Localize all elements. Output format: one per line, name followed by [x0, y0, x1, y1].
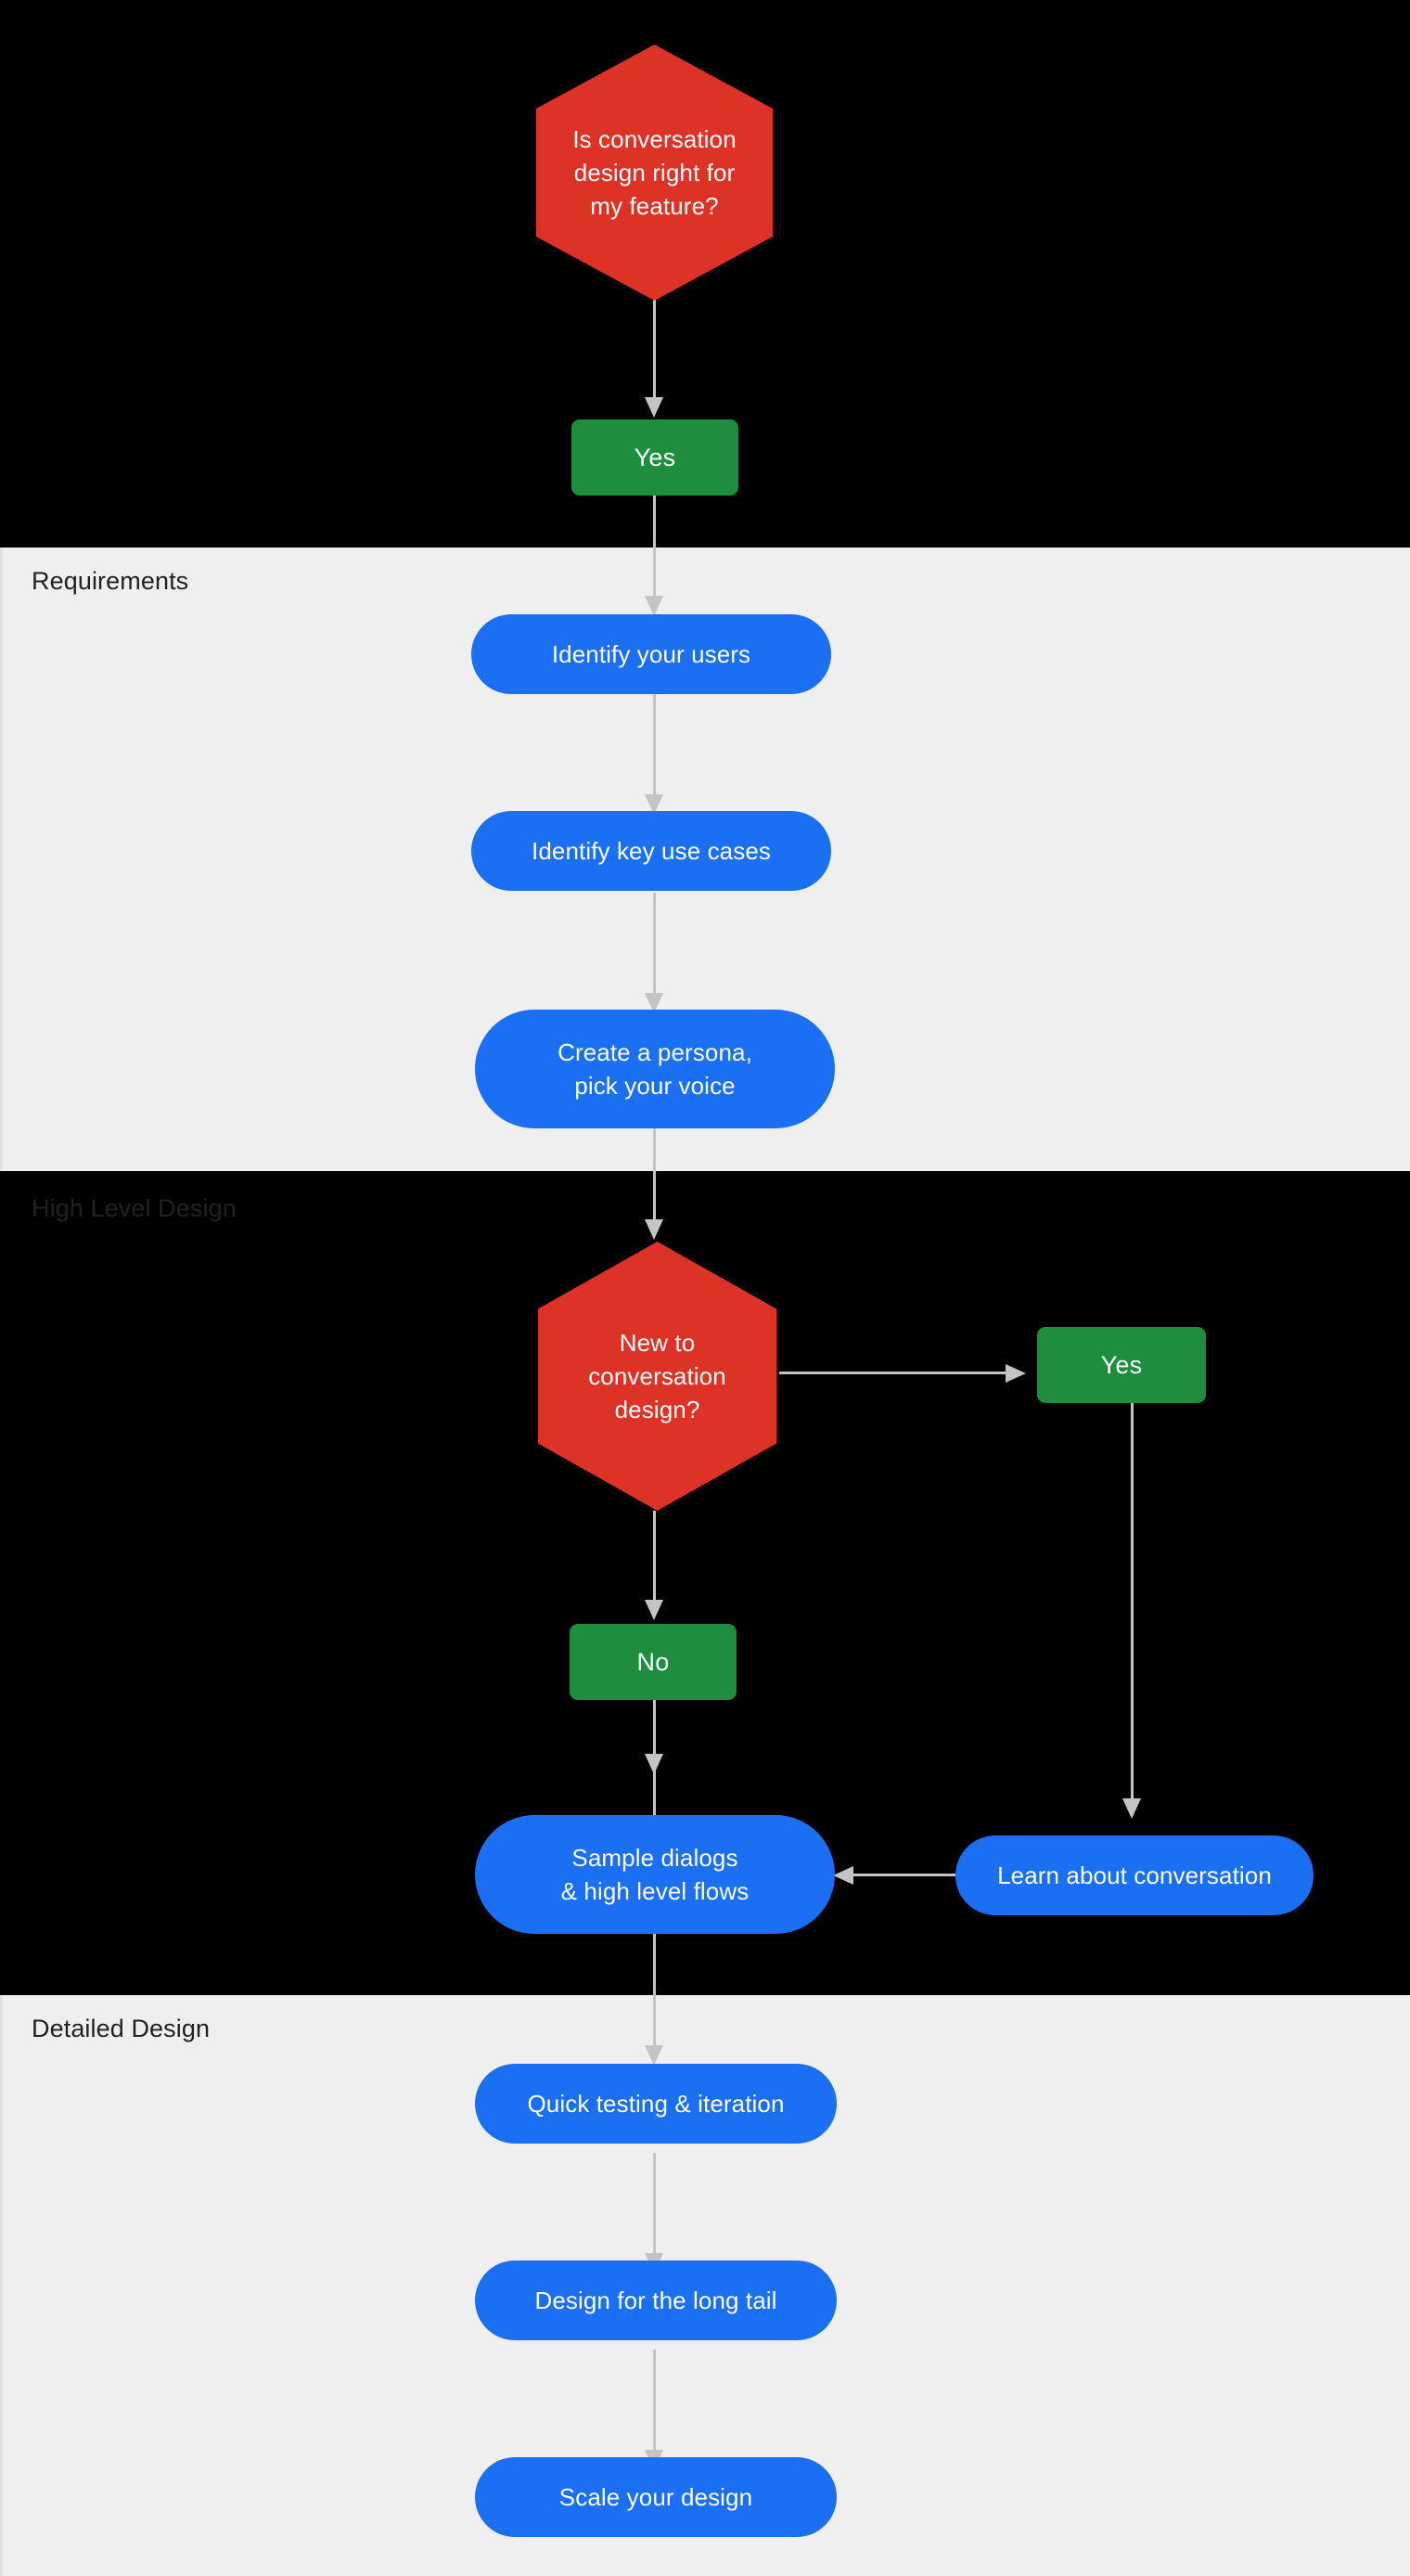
node-line: New to — [619, 1329, 696, 1357]
connector-users-to-usecases-line — [653, 694, 656, 798]
node-label: Design for the long tail — [534, 2286, 777, 2314]
node-label: Identify key use cases — [532, 837, 771, 865]
connector-learn-to-samples-line — [853, 1874, 955, 1876]
connector-decision2-to-no2-arrow — [645, 1600, 663, 1620]
node-line: my feature? — [590, 192, 719, 220]
node-line: Is conversation — [572, 125, 737, 153]
connector-learn-to-samples-arrow — [833, 1866, 853, 1885]
node-line: design? — [614, 1396, 700, 1423]
connector-yes1-to-users-line — [653, 496, 656, 599]
node-step-design-for-the-long-tail[interactable]: Design for the long tail — [475, 2260, 837, 2340]
node-line: design right for — [573, 159, 736, 187]
connector-samples-to-testing-line — [653, 1939, 656, 2058]
node-line: & high level flows — [560, 1877, 750, 1905]
node-step-identify-key-use-cases[interactable]: Identify key use cases — [471, 811, 831, 891]
connector-longtail-to-scale-line — [653, 2350, 656, 2454]
node-line: conversation — [588, 1362, 726, 1390]
node-step-learn-about-conversation[interactable]: Learn about conversation — [955, 1835, 1314, 1915]
node-step-identify-your-users[interactable]: Identify your users — [471, 614, 831, 694]
connector-persona-to-decision2-arrow — [645, 1219, 663, 1240]
connector-samples-to-testing-arrow — [645, 2045, 663, 2066]
band-left-edge — [0, 547, 3, 1171]
connector-testing-to-longtail-line — [653, 2153, 656, 2257]
connector-decision2-to-no2-line — [653, 1511, 656, 1604]
section-title-detailed-design: Detailed Design — [32, 2015, 211, 2042]
node-step-quick-testing-iteration[interactable]: Quick testing & iteration — [475, 2064, 837, 2144]
connector-no2-to-samples-arrow — [645, 1754, 663, 1774]
connector-users-to-usecases-arrow — [645, 794, 663, 815]
node-step-scale-your-design[interactable]: Scale your design — [475, 2457, 837, 2537]
band-left-edge — [0, 1995, 3, 2576]
connector-decision1-to-yes1-line — [653, 299, 656, 401]
node-answer-yes-1[interactable]: Yes — [571, 419, 738, 496]
connector-decision2-to-yes2-line — [779, 1372, 1009, 1374]
section-title-requirements: Requirements — [32, 567, 189, 595]
node-label: No — [636, 1648, 670, 1676]
connector-usecases-to-persona-line — [653, 893, 656, 997]
section-title-high-level-design: High Level Design — [32, 1194, 237, 1222]
node-label: Identify your users — [551, 640, 751, 668]
node-answer-yes-2[interactable]: Yes — [1037, 1327, 1206, 1403]
node-label: Yes — [634, 444, 676, 471]
node-decision-is-conversation-design-right[interactable]: Is conversation design right for my feat… — [536, 45, 773, 301]
node-line: Create a persona, — [558, 1038, 752, 1066]
connector-usecases-to-persona-arrow — [645, 993, 663, 1013]
connector-decision1-to-yes1-arrow — [645, 397, 663, 418]
connector-persona-to-decision2-line — [653, 1128, 656, 1223]
node-step-create-a-persona[interactable]: Create a persona, pick your voice — [475, 1010, 835, 1128]
connector-decision2-to-yes2-arrow — [1006, 1364, 1026, 1383]
node-label: Scale your design — [558, 2483, 753, 2511]
node-label: Quick testing & iteration — [527, 2090, 785, 2118]
node-label: Yes — [1100, 1351, 1143, 1379]
connector-yes2-to-learn-line — [1131, 1403, 1134, 1802]
node-label: Learn about conversation — [997, 1861, 1272, 1889]
node-decision-new-to-conversation-design[interactable]: New to conversation design? — [538, 1242, 776, 1511]
connector-yes1-to-users-arrow — [645, 596, 663, 616]
node-line: pick your voice — [574, 1072, 736, 1100]
connector-yes2-to-learn-arrow — [1122, 1798, 1141, 1819]
node-answer-no-2[interactable]: No — [570, 1624, 737, 1700]
node-step-sample-dialogs[interactable]: Sample dialogs & high level flows — [475, 1815, 835, 1934]
node-line: Sample dialogs — [571, 1844, 738, 1872]
